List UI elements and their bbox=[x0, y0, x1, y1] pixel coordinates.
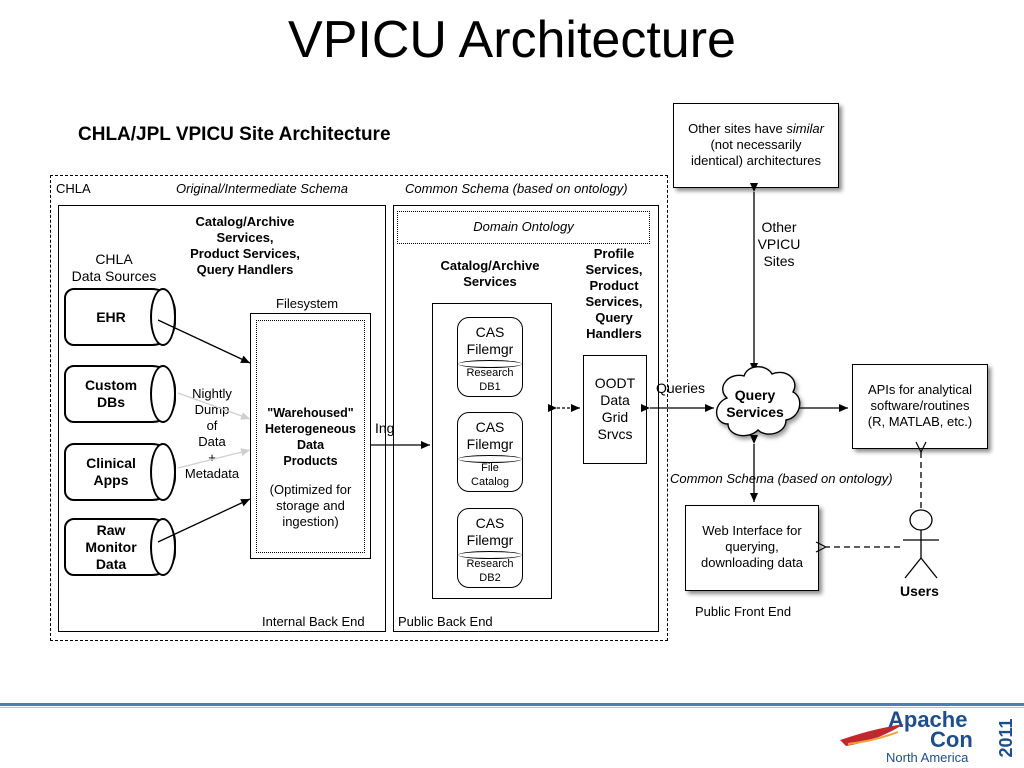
apache-feather-icon bbox=[840, 724, 904, 746]
other-sites-label: Other sites have similar (not necessaril… bbox=[688, 121, 824, 168]
logo-region-text: North America bbox=[886, 750, 969, 765]
logo-year-text: 2011 bbox=[996, 718, 1016, 758]
slide-title: VPICU Architecture bbox=[288, 11, 736, 69]
apachecon-logo: Apache Con North America 2011 bbox=[838, 708, 1024, 768]
oodt-box bbox=[583, 355, 647, 464]
public-back-end-label: Public Back End bbox=[398, 614, 493, 629]
web-interface-box bbox=[685, 505, 819, 591]
source-ehr: EHR bbox=[64, 288, 176, 346]
diagram-title: CHLA/JPL VPICU Site Architecture bbox=[78, 124, 391, 145]
filesystem-inner-box bbox=[256, 320, 365, 553]
domain-ontology-label: Domain Ontology bbox=[473, 219, 574, 234]
common-schema-bottom-label: Common Schema (based on ontology) bbox=[670, 471, 893, 486]
filesystem-label: Filesystem bbox=[276, 296, 339, 311]
queries-label: Queries bbox=[656, 380, 706, 396]
apis-box bbox=[852, 364, 988, 449]
internal-back-end-label: Internal Back End bbox=[262, 614, 365, 629]
users-label: Users bbox=[900, 583, 939, 599]
logo-apache-text: Apache bbox=[888, 707, 968, 732]
user-figure bbox=[903, 509, 939, 579]
logo-con-text: Con bbox=[930, 727, 973, 752]
footer-rule-thin bbox=[0, 707, 1024, 708]
chla-label: CHLA bbox=[56, 181, 91, 196]
public-front-end-label: Public Front End bbox=[695, 604, 792, 619]
filesystem-box bbox=[250, 313, 371, 559]
footer-rule bbox=[0, 703, 1024, 706]
common-schema-top-label: Common Schema (based on ontology) bbox=[405, 181, 628, 196]
original-schema-label: Original/Intermediate Schema bbox=[176, 181, 348, 196]
domain-ontology-box bbox=[397, 211, 650, 244]
other-sites-box bbox=[673, 103, 839, 188]
